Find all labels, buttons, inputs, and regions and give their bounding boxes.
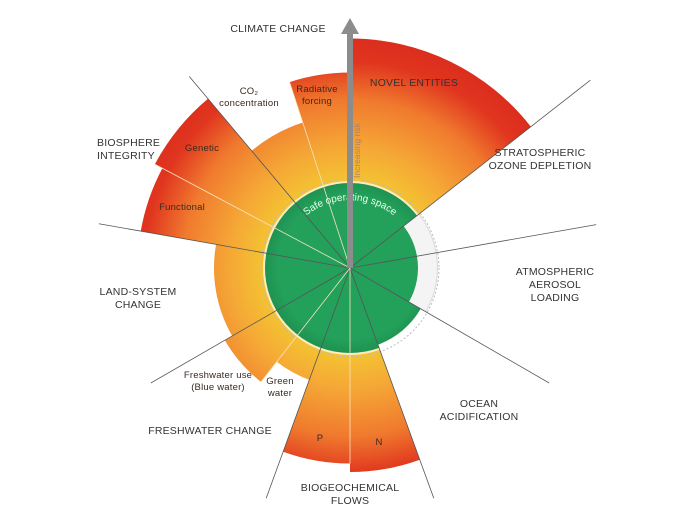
co2-wedge-safe <box>295 187 350 268</box>
blue-water-wedge-safe <box>276 268 350 335</box>
aerosol-wedge-safe <box>350 256 418 302</box>
climate-change-label: CLIMATE CHANGE <box>230 23 326 35</box>
green-water-wedge-safe <box>297 268 350 348</box>
increasing-risk-label: Increasing risk <box>352 122 362 178</box>
n-label: N <box>375 437 383 448</box>
ocean-wedge-safe <box>350 268 421 345</box>
co2-label: CO₂ concentration <box>219 86 279 109</box>
land-system-wedge-safe <box>265 253 350 311</box>
freshwater-change-label: FRESHWATER CHANGE <box>148 425 272 437</box>
p-label: P <box>316 433 324 444</box>
genetic-label: Genetic <box>184 143 220 154</box>
genetic-biosphere-wedge-safe <box>274 202 350 268</box>
aerosol-label: ATMOSPHERIC AEROSOL LOADING <box>515 266 595 304</box>
sector-divider-line <box>260 267 351 383</box>
biogeochemical-flows-label: BIOGEOCHEMICAL FLOWS <box>300 482 400 507</box>
radiative-forcing-label: Radiative forcing <box>296 84 338 107</box>
sector-divider-line <box>349 224 597 269</box>
blue-water-label: Freshwater use (Blue water) <box>183 370 253 393</box>
sector-divider-line <box>349 267 435 499</box>
sector-divider-line <box>349 267 550 384</box>
boundary-ring <box>260 178 440 358</box>
sector-divider-line <box>98 223 351 269</box>
arrow-head-icon <box>341 18 359 34</box>
sector-divider-line <box>188 76 351 269</box>
sector-divider-line <box>265 267 351 499</box>
land-system-change-label: LAND-SYSTEM CHANGE <box>99 286 177 311</box>
novel-entities-label: NOVEL ENTITIES <box>369 77 459 89</box>
functional-label: Functional <box>159 202 205 213</box>
ozone-label: STRATOSPHERIC OZONE DEPLETION <box>488 147 592 172</box>
sector-divider-line <box>349 79 591 269</box>
sector-divider-line <box>150 267 351 384</box>
functional-biosphere-wedge-safe <box>266 228 350 268</box>
ocean-acidification-label: OCEAN ACIDIFICATION <box>439 398 519 423</box>
sector-divider-line <box>289 81 351 269</box>
novel-entities-wedge-safe <box>350 183 417 268</box>
nitrogen-wedge-safe <box>350 268 380 353</box>
green-water-label: Green water <box>266 376 294 399</box>
biosphere-integrity-label: BIOSPHERE INTEGRITY <box>97 137 161 162</box>
phosphorus-wedge-safe <box>320 268 350 353</box>
ozone-wedge-safe <box>350 226 417 268</box>
sector-divider-line <box>154 163 351 269</box>
